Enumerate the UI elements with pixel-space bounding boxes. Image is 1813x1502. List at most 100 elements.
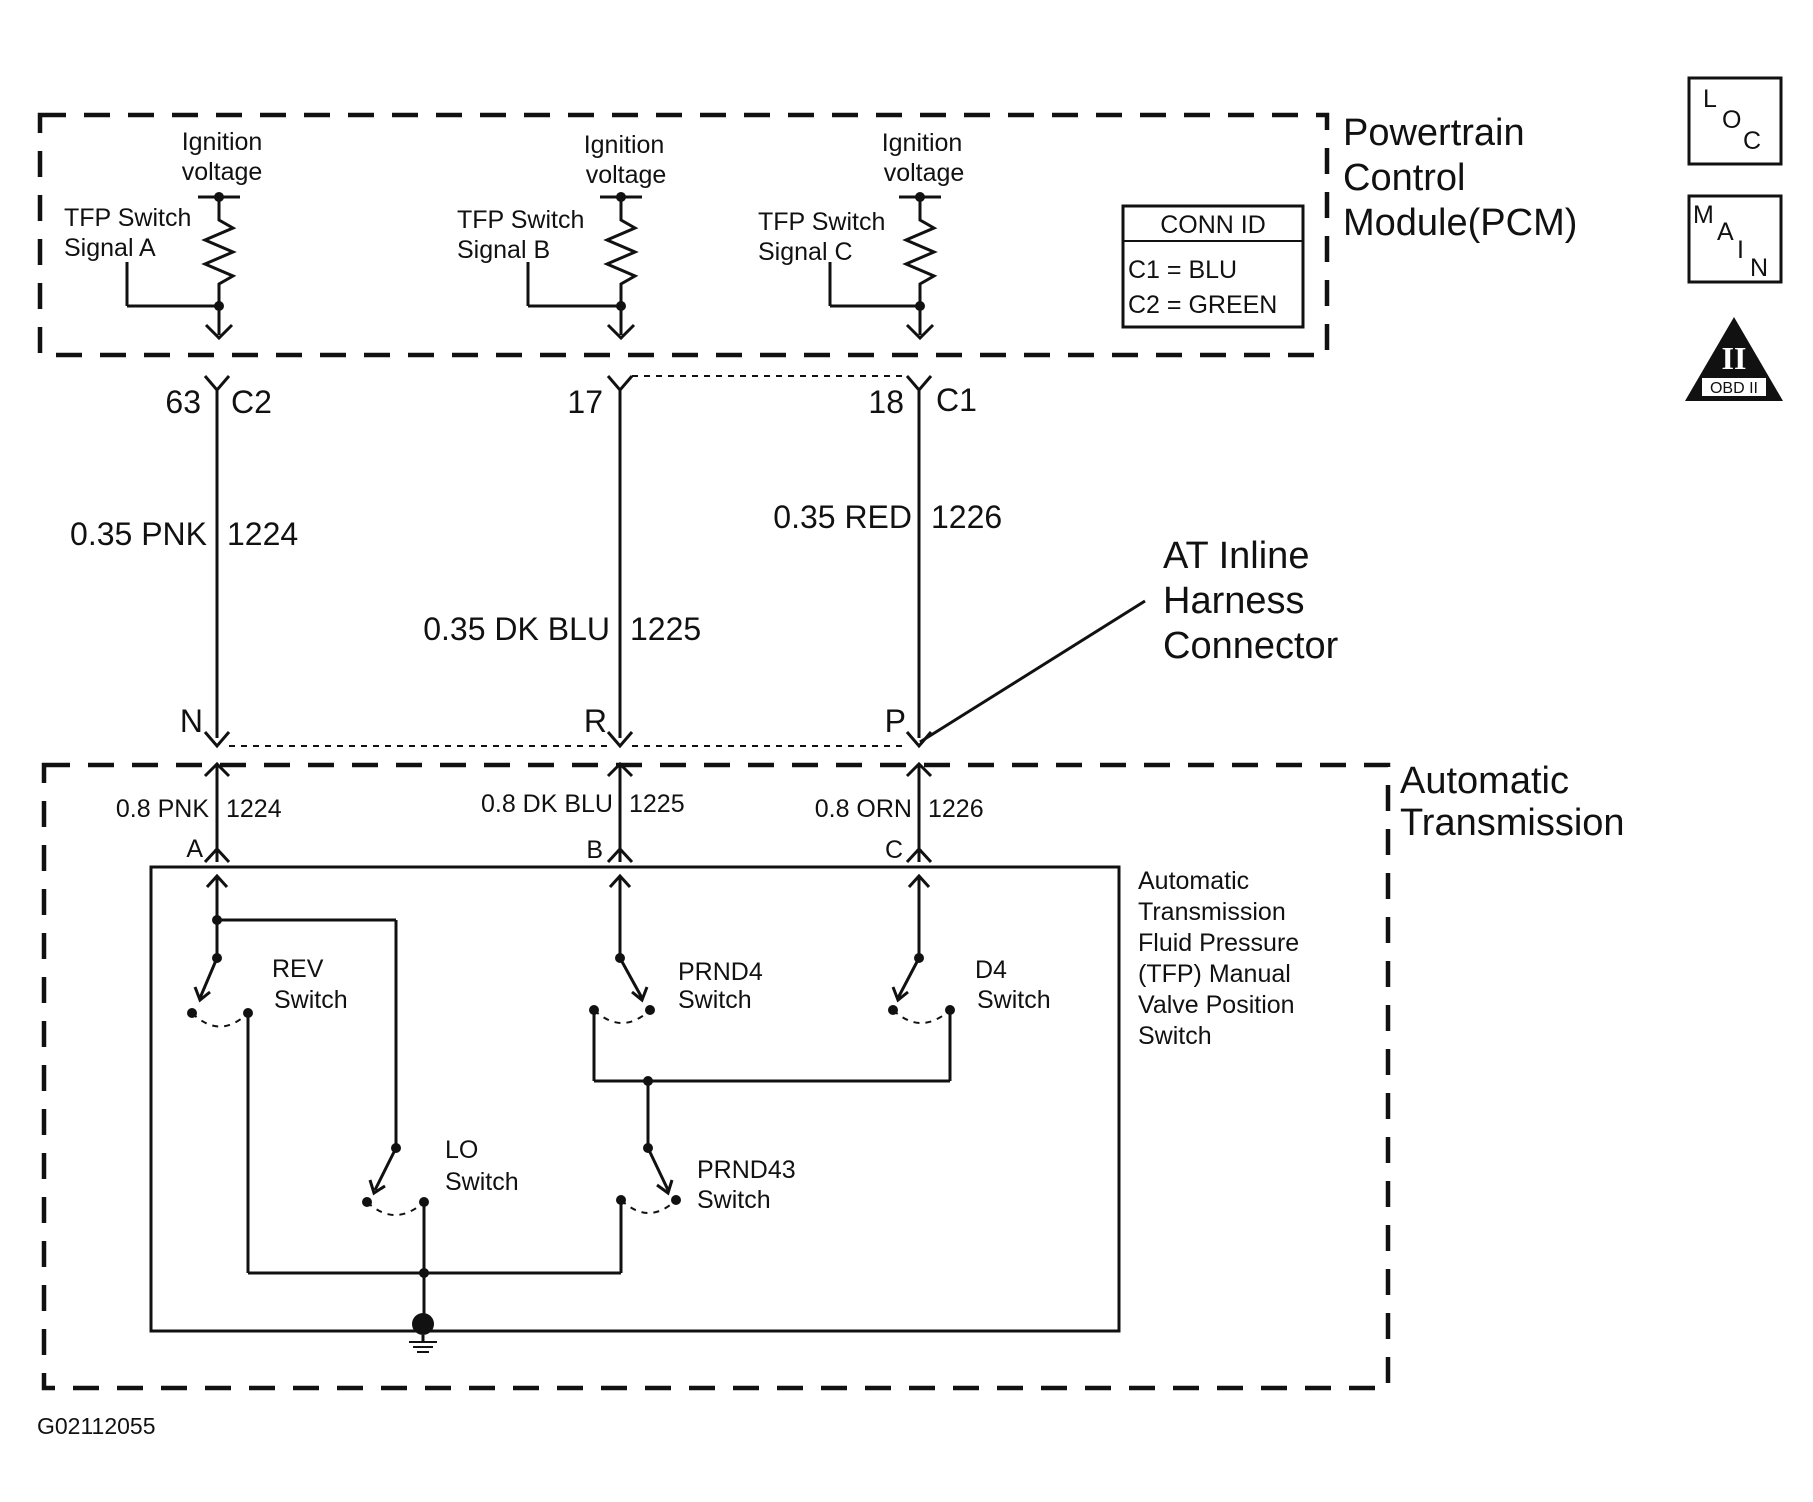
svg-text:M: M [1693,201,1714,229]
leader-line [919,599,1146,744]
svg-text:Harness: Harness [1163,580,1305,622]
pcm-title: Powertrain Control Module(PCM) [1343,112,1577,244]
svg-text:Connector: Connector [1163,625,1339,667]
svg-text:C: C [1743,127,1761,155]
svg-text:O: O [1722,106,1741,134]
svg-text:63: 63 [165,384,201,420]
tfp-switch-assembly [149,865,1121,1333]
svg-text:0.35 RED: 0.35 RED [773,499,912,535]
svg-text:0.8 ORN: 0.8 ORN [815,795,912,823]
obd-ii-icon: II OBD II [1685,317,1783,401]
svg-text:1225: 1225 [630,611,701,647]
svg-text:0.8 DK BLU: 0.8 DK BLU [481,790,613,818]
svg-text:0.35 DK BLU: 0.35 DK BLU [423,611,610,647]
pcm-channel-b: Ignition voltage TFP Switch Signal B [457,131,667,341]
svg-text:R: R [584,703,607,739]
svg-text:voltage: voltage [884,159,965,187]
pull-up-resistor-a [201,197,237,335]
b-c-bus-wire [592,1010,952,1148]
svg-text:C: C [885,836,903,864]
svg-text:CONN ID: CONN ID [1160,211,1266,239]
svg-text:Switch: Switch [678,986,752,1014]
harness-wire-1225: 0.35 DK BLU 1225 [423,390,701,738]
svg-text:0.35 PNK: 0.35 PNK [70,516,207,552]
svg-text:REV: REV [272,955,324,983]
svg-text:1226: 1226 [928,795,984,823]
at-inline-connector: N R P AT Inline Harness Connector [180,535,1339,749]
svg-text:Powertrain: Powertrain [1343,112,1525,154]
svg-text:TFP Switch: TFP Switch [457,206,584,234]
tfp-assembly-label: Automatic Transmission Fluid Pressure (T… [1138,867,1299,1050]
svg-text:C1 = BLU: C1 = BLU [1128,256,1237,284]
transmission-boundary [41,762,1391,1391]
svg-text:1226: 1226 [931,499,1002,535]
svg-text:TFP Switch: TFP Switch [758,208,885,236]
svg-text:P: P [885,703,906,739]
svg-text:Ignition: Ignition [584,131,665,159]
svg-text:(TFP) Manual: (TFP) Manual [1138,960,1291,988]
pcm-channel-a: Ignition voltage TFP Switch Signal A [64,128,263,341]
svg-text:Control: Control [1343,157,1466,199]
svg-text:PRND4: PRND4 [678,958,763,986]
svg-text:Switch: Switch [977,986,1051,1014]
svg-text:Fluid Pressure: Fluid Pressure [1138,929,1299,957]
svg-text:AT Inline: AT Inline [1163,535,1309,577]
svg-text:I: I [1737,236,1744,264]
svg-text:1224: 1224 [227,516,298,552]
pcm-boundary [37,112,1330,358]
pcm-channel-c: Ignition voltage TFP Switch Signal C [758,129,965,341]
svg-text:voltage: voltage [586,161,667,189]
svg-text:Signal C: Signal C [758,238,853,266]
svg-text:A: A [1717,218,1734,246]
pull-up-resistor-c [902,197,938,335]
svg-text:Transmission: Transmission [1138,898,1286,926]
prnd4-switch: PRND4 Switch [589,876,763,1024]
pull-up-resistor-b [603,197,639,335]
transmission-wires: 0.8 PNK 1224 0.8 DK BLU 1225 0.8 ORN 122… [116,761,984,864]
rev-switch: REV Switch [187,876,348,1028]
svg-text:Switch: Switch [274,986,348,1014]
svg-text:N: N [1750,254,1768,282]
pcm-connector-pins: 63 C2 17 18 C1 [165,375,977,420]
svg-text:0.8 PNK: 0.8 PNK [116,795,209,823]
svg-text:Automatic: Automatic [1138,867,1249,895]
svg-text:LO: LO [445,1136,478,1164]
svg-text:TFP Switch: TFP Switch [64,204,191,232]
svg-text:1225: 1225 [629,790,685,818]
svg-text:Ignition: Ignition [182,128,263,156]
svg-text:N: N [180,703,203,739]
svg-text:Ignition: Ignition [882,129,963,157]
svg-text:C1: C1 [936,382,977,418]
ground-network [246,1013,623,1353]
svg-text:Signal B: Signal B [457,236,550,264]
conn-id-table: CONN ID C1 = BLU C2 = GREEN [1121,204,1305,329]
svg-text:17: 17 [567,384,603,420]
ground-icon [409,1335,437,1353]
svg-text:Automatic: Automatic [1400,760,1569,802]
prnd43-switch: PRND43 Switch [616,1143,796,1214]
svg-text:Valve Position: Valve Position [1138,991,1295,1019]
transmission-title: Automatic Transmission [1400,760,1625,844]
rev-to-lo-wire [217,918,398,1148]
svg-text:C2 = GREEN: C2 = GREEN [1128,291,1277,319]
svg-text:Signal A: Signal A [64,234,156,262]
d4-switch: D4 Switch [888,876,1051,1024]
svg-text:18: 18 [868,384,904,420]
internal-arrows [205,873,931,889]
harness-wire-1226: 0.35 RED 1226 [773,390,1002,738]
main-badge: M A I N [1687,194,1783,284]
svg-text:Transmission: Transmission [1400,802,1625,844]
svg-text:Switch: Switch [445,1168,519,1196]
svg-text:Switch: Switch [1138,1022,1212,1050]
svg-text:voltage: voltage [182,158,263,186]
figure-id: G02112055 [37,1413,156,1439]
loc-badge: L O C [1687,76,1783,166]
svg-text:Switch: Switch [697,1186,771,1214]
svg-text:D4: D4 [975,956,1007,984]
svg-text:OBD II: OBD II [1710,380,1758,397]
svg-text:Module(PCM): Module(PCM) [1343,202,1577,244]
svg-text:B: B [586,836,603,864]
svg-text:C2: C2 [231,384,272,420]
svg-text:1224: 1224 [226,795,282,823]
